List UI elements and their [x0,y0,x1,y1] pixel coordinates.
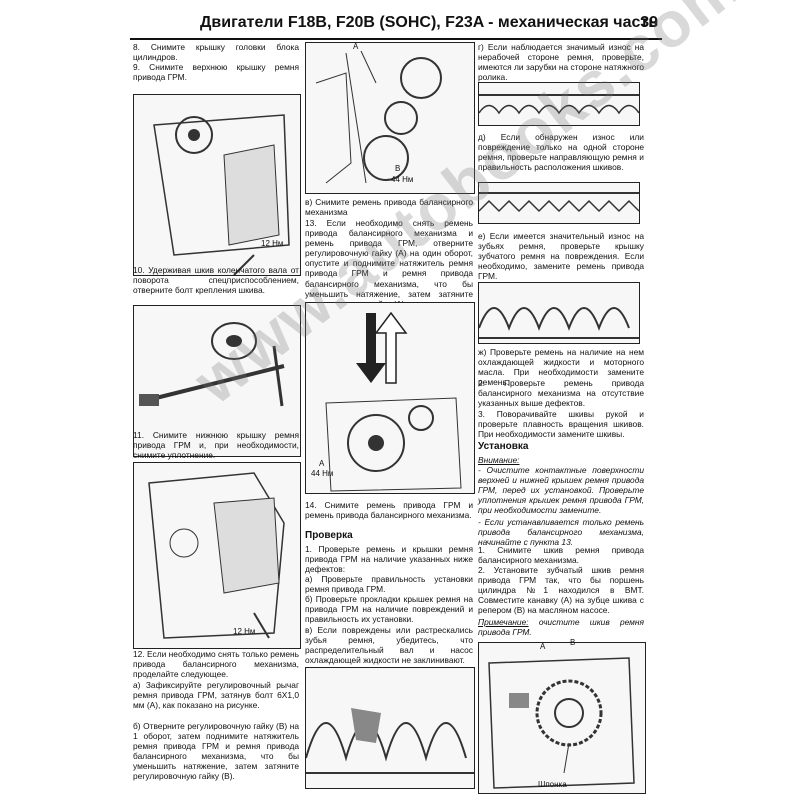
step-10: 10. Удерживая шкив коленчатого вала от п… [133,265,299,296]
figure-tensioner [305,302,475,494]
attention-note-1: - Очистите контактные поверхности верхне… [478,465,644,516]
step-12a: а) Зафиксируйте регулировочный рычаг рем… [133,680,299,711]
figure-label-b: В [395,164,401,173]
check-step-1a: а) Проверьте правильность установки ремн… [305,574,473,595]
check-step-3: 3. Поворачивайте шкивы рукой и проверьте… [478,409,644,440]
figure-key-label: Шпонка [538,780,567,789]
install-note-label: Примечание: [478,617,529,627]
check-step-2: 2. Проверьте ремень привода балансирного… [478,378,644,409]
check-step-1v: в) Если повреждены или растрескались зуб… [305,625,473,666]
page-title: Двигатели F18B, F20B (SOHC), F23A - меха… [200,14,659,31]
step-12b: б) Отверните регулировочную гайку (В) на… [133,721,299,782]
check-step-1e: е) Если имеется значительный износ на зу… [478,231,644,282]
page-number: 39 [640,14,658,31]
step-12v: в) Снимите ремень привода балансирного м… [305,197,473,218]
figure-crank-pulley [133,305,301,457]
check-step-1b: б) Проверьте прокладки крышек ремня на п… [305,594,473,625]
figure-torque-label-2: 12 Нм [233,627,256,636]
figure-label-b-2: В [570,638,576,647]
attention-label: Внимание: [478,455,520,465]
page-header: Двигатели F18B, F20B (SOHC), F23A - меха… [130,12,662,40]
figure-balance-belt [305,42,475,194]
figure-belt-side-wear [478,182,640,224]
step-12: 12. Если необходимо снять только ремень … [133,649,299,680]
figure-label-a-2: А [319,459,325,468]
check-step-1g: г) Если наблюдается значимый износ на не… [478,42,644,83]
check-step-1d: д) Если обнаружен износ или повреждение … [478,132,644,173]
install-note: Примечание: очистите шкив ремня привода … [478,617,644,637]
check-step-1zh: ж) Проверьте ремень на наличие на нем ох… [478,347,644,388]
step-8: 8. Снимите крышку головки блока цилиндро… [133,42,299,63]
figure-label-a-3: А [540,642,546,651]
figure-torque-label-4: 44 Нм [311,469,334,478]
figure-crank-sprocket [478,642,646,794]
install-step-2: 2. Установите зубчатый шкив ремня привод… [478,565,644,616]
install-step-1: 1. Снимите шкив ремня привода балансирно… [478,545,644,566]
install-note-text: очистите шкив ремня привода ГРМ. [478,617,644,638]
check-step-1: 1. Проверьте ремень и крышки ремня приво… [305,544,473,575]
section-install-heading: Установка [478,441,529,452]
step-9: 9. Снимите верхнюю крышку ремня привода … [133,62,299,83]
attention-note-2: - Если устанавливается только ремень при… [478,517,644,548]
figure-torque-label-1: 12 Нм [261,239,284,248]
section-check-heading: Проверка [305,530,353,541]
figure-torque-label-3: 44 Нм [391,175,414,184]
figure-belt-teeth-cracked [305,667,475,789]
step-14: 14. Снимите ремень привода ГРМ и ремень … [305,500,473,521]
figure-belt-tooth-wear [478,282,640,344]
figure-label-a: А [353,42,359,51]
figure-upper-cover: 12 Нм [133,94,301,276]
step-11: 11. Снимите нижнюю крышку ремня привода … [133,430,299,461]
figure-belt-back-wear [478,82,640,126]
figure-lower-cover [133,462,301,649]
